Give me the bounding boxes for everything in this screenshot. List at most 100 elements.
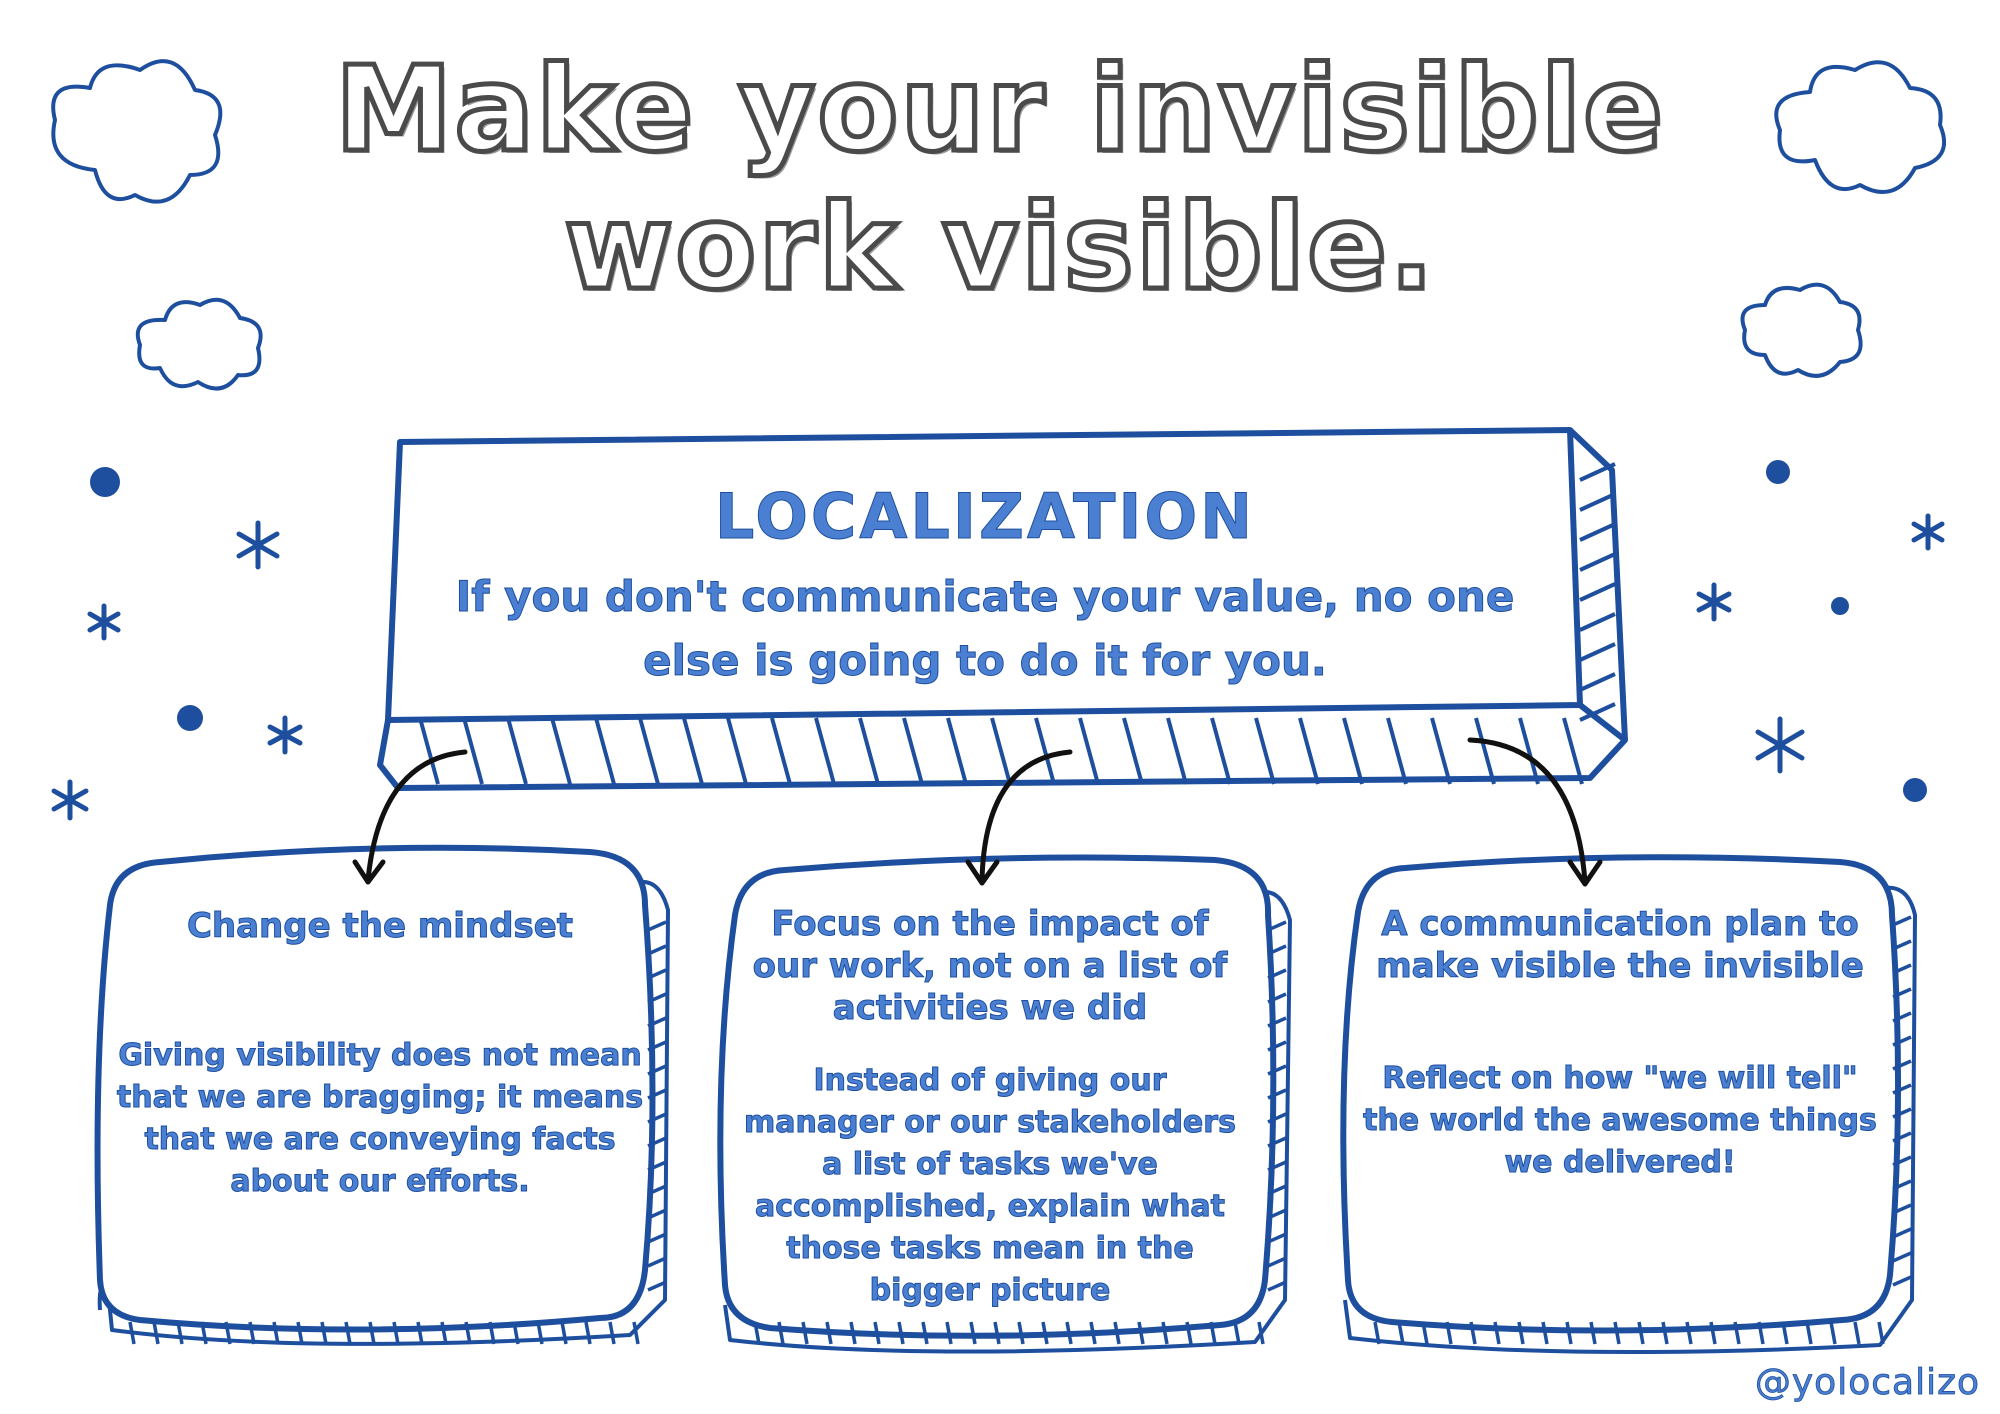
hatch-line <box>1892 1131 1912 1143</box>
hatch-line <box>647 1232 667 1244</box>
hatch-line <box>1892 1251 1912 1263</box>
hatch-line <box>1474 717 1496 785</box>
hatch-line <box>1122 717 1144 785</box>
hatch-line <box>392 1321 400 1345</box>
hatch-line <box>1781 1321 1789 1345</box>
star-icon <box>1755 716 1805 774</box>
hatch-line <box>1829 1321 1837 1345</box>
hatch-line <box>647 1160 667 1172</box>
hatch-line <box>1397 1321 1405 1345</box>
hatch-line <box>200 1321 208 1345</box>
hatch-line <box>416 1321 424 1345</box>
hatch-line <box>1267 1136 1287 1148</box>
hatch-line <box>1565 1321 1573 1345</box>
hatch-line <box>726 717 748 785</box>
dot-icon <box>1903 778 1927 802</box>
hatch-line <box>1892 1083 1912 1095</box>
hatch-line <box>1637 1321 1645 1345</box>
author-handle: @yolocalizo <box>1754 1362 1980 1404</box>
hatch-line <box>647 992 667 1004</box>
star-icon <box>1696 582 1732 622</box>
hatch-line <box>945 1321 953 1345</box>
hatch-line <box>1892 1059 1912 1071</box>
box-3-body: Reflect on how "we will tell" the world … <box>1363 1061 1878 1181</box>
hatch-line <box>1161 1321 1169 1345</box>
star-icon <box>1911 513 1945 551</box>
page-title-line-1: Make your invisible <box>332 38 1666 181</box>
hatch-line <box>1518 717 1540 785</box>
hatch-line <box>1579 522 1616 542</box>
hatch-line <box>647 1088 667 1100</box>
main-box-subtitle: If you don't communicate your value, no … <box>455 572 1515 686</box>
star-icon <box>267 715 303 755</box>
hatch-line <box>753 1321 761 1345</box>
hatch-line <box>1892 1227 1912 1239</box>
hatch-line <box>1209 1321 1217 1345</box>
hatch-line <box>1877 1321 1885 1345</box>
hatch-line <box>1685 1321 1693 1345</box>
hatch-line <box>969 1321 977 1345</box>
hatch-line <box>1469 1321 1477 1345</box>
box-2-title: Focus on the impact of our work, not on … <box>752 904 1228 1029</box>
hatch-line <box>1562 717 1584 785</box>
hatch-line <box>1267 1040 1287 1052</box>
hatch-line <box>647 1016 667 1028</box>
hatch-line <box>1233 1321 1241 1345</box>
hatch-line <box>462 717 484 785</box>
hatch-line <box>1267 1112 1287 1124</box>
hatch-line <box>993 1321 1001 1345</box>
hatch-line <box>608 1321 616 1345</box>
cloud-icon <box>1774 60 1946 194</box>
cloud-icon <box>1740 282 1863 378</box>
hatch-line <box>1166 717 1188 785</box>
hatch-line <box>512 1321 520 1345</box>
hatch-line <box>801 1321 809 1345</box>
hatch-line <box>1613 1321 1621 1345</box>
star-icon <box>87 603 121 641</box>
hatch-line <box>825 1321 833 1345</box>
hatch-line <box>464 1321 472 1345</box>
hatch-line <box>814 717 836 785</box>
hatch-line <box>1137 1321 1145 1345</box>
dot-icon <box>90 467 120 497</box>
hatch-line <box>647 1136 667 1148</box>
hatch-line <box>1267 920 1287 932</box>
hatch-line <box>849 1321 857 1345</box>
hatch-line <box>1089 1321 1097 1345</box>
hatch-line <box>418 717 440 785</box>
hatch-line <box>873 1321 881 1345</box>
hatch-line <box>1267 1088 1287 1100</box>
hatch-line <box>1078 717 1100 785</box>
hatch-line <box>1892 1107 1912 1119</box>
box-1-body: Giving visibility does not mean that we … <box>116 1038 644 1200</box>
hatch-line <box>902 717 924 785</box>
box-3-title: A communication plan to make visible the… <box>1376 904 1865 987</box>
hatch-line <box>1113 1321 1121 1345</box>
hatch-line <box>632 1321 640 1345</box>
hatch-line <box>647 1184 667 1196</box>
hatch-line <box>1892 1035 1912 1047</box>
hatch-line <box>1892 1155 1912 1167</box>
hatch-line <box>682 717 704 785</box>
hatch-line <box>1430 717 1452 785</box>
hatch-line <box>1185 1321 1193 1345</box>
hatch-line <box>1034 717 1056 785</box>
hatch-line <box>560 1321 568 1345</box>
box-2-body: Instead of giving our manager or our sta… <box>744 1063 1237 1309</box>
hatch-line <box>1445 1321 1453 1345</box>
cloud-icon <box>135 297 263 391</box>
hatch-line <box>777 1321 785 1345</box>
hatch-line <box>1267 1256 1287 1268</box>
hatch-line <box>1892 963 1912 975</box>
star-icon <box>51 779 89 821</box>
hatch-line <box>1892 1011 1912 1023</box>
hatch-line <box>1373 1321 1381 1345</box>
box-3-outline <box>1340 854 1917 1355</box>
hatch-line <box>272 1321 280 1345</box>
hatch-line <box>1065 1321 1073 1345</box>
hatch-line <box>647 1040 667 1052</box>
hatch-line <box>1892 915 1912 927</box>
hatch-line <box>1254 717 1276 785</box>
hatch-line <box>1579 612 1616 632</box>
